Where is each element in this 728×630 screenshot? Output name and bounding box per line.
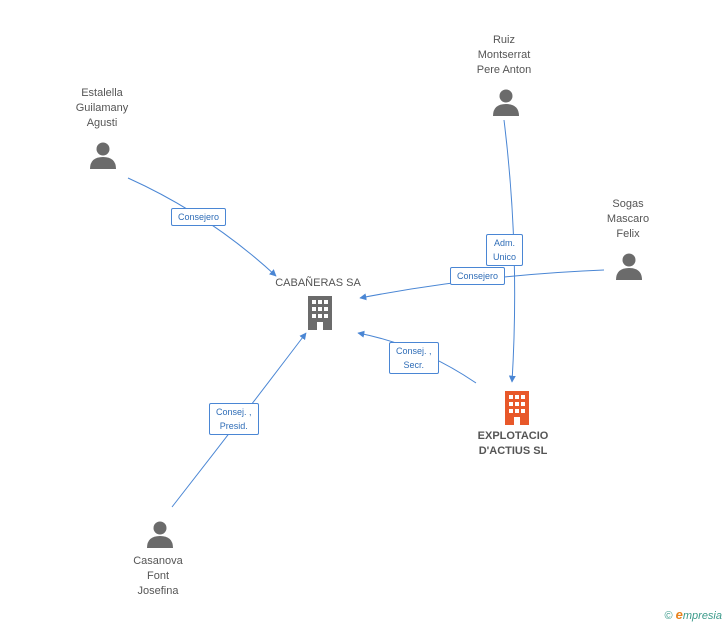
edge-label-sogas-cabaneras: Consejero [450,267,506,285]
person-label-sogas[interactable]: Sogas Mascaro Felix [606,198,650,240]
person-icon[interactable] [146,520,174,548]
building-icon[interactable] [305,296,335,330]
building-icon[interactable] [502,391,532,425]
person-label-casanova[interactable]: Casanova Font Josefina [133,555,183,597]
edge-label-casanova-cabaneras: Consej. , Presid. [209,403,259,435]
person-label-ruiz[interactable]: Ruiz Montserrat Pere Anton [476,34,532,76]
person-icon[interactable] [89,141,117,169]
company-label-cabaneras[interactable]: CABAÑERAS SA [275,277,361,289]
edge-estalella-cabaneras [127,177,277,277]
brand-logo-initial: e [675,607,683,622]
brand-name: mpresia [682,610,722,622]
edge-label-estalella-cabaneras: Consejero [171,208,227,226]
edge-label-explotacio-cabaneras: Consej. , Secr. [389,342,439,374]
person-icon[interactable] [615,252,643,280]
copyright-footer: © empresia [664,607,722,622]
edge-label-ruiz-explotacio: Adm. Unico [486,234,524,266]
company-label-explotacio[interactable]: EXPLOTACIO D'ACTIUS SL [477,430,549,457]
person-label-estalella[interactable]: Estalella Guilamany Agusti [75,87,129,129]
copyright-symbol: © [664,610,673,622]
person-icon[interactable] [492,88,520,116]
